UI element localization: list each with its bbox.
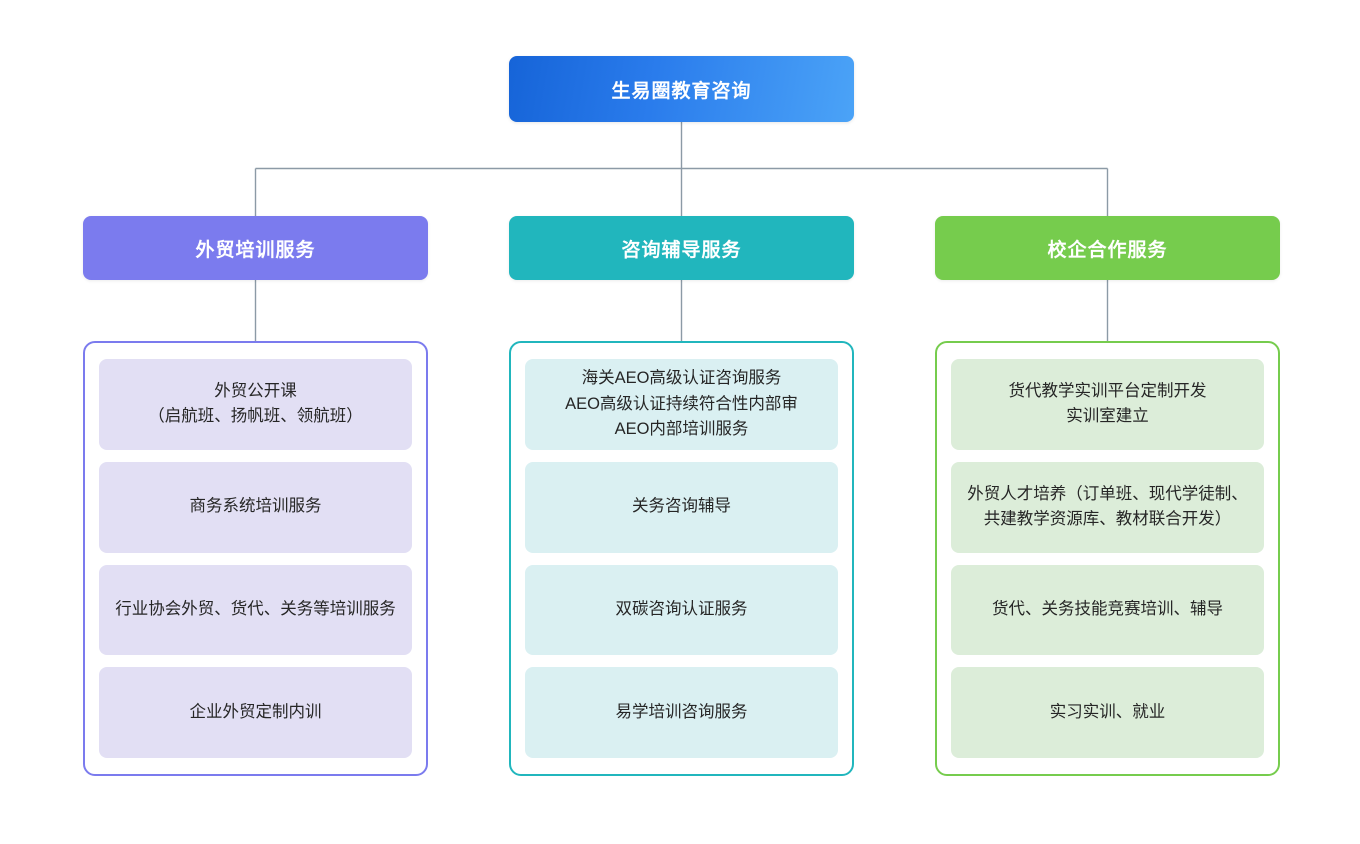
leaf-item[interactable]: 行业协会外贸、货代、关务等培训服务 bbox=[99, 564, 412, 656]
leaf-item[interactable]: 关务咨询辅导 bbox=[525, 461, 838, 553]
leaf-item[interactable]: 双碳咨询认证服务 bbox=[525, 564, 838, 656]
branch-column-3: 校企合作服务 bbox=[935, 216, 1280, 280]
leaf-item[interactable]: 海关AEO高级认证咨询服务 AEO高级认证持续符合性内部审 AEO内部培训服务 bbox=[525, 359, 838, 450]
leaf-item[interactable]: 货代、关务技能竞赛培训、辅导 bbox=[951, 564, 1264, 656]
branch-header-1[interactable]: 外贸培训服务 bbox=[83, 216, 428, 280]
leaf-container-2: 海关AEO高级认证咨询服务 AEO高级认证持续符合性内部审 AEO内部培训服务 … bbox=[509, 341, 854, 776]
branch-column-2: 咨询辅导服务 bbox=[509, 216, 854, 280]
leaf-item[interactable]: 外贸人才培养（订单班、现代学徒制、共建教学资源库、教材联合开发） bbox=[951, 461, 1264, 553]
root-node[interactable]: 生易圈教育咨询 bbox=[509, 56, 854, 122]
leaf-container-3: 货代教学实训平台定制开发 实训室建立 外贸人才培养（订单班、现代学徒制、共建教学… bbox=[935, 341, 1280, 776]
leaf-container-1: 外贸公开课 （启航班、扬帆班、领航班） 商务系统培训服务 行业协会外贸、货代、关… bbox=[83, 341, 428, 776]
branch-header-3[interactable]: 校企合作服务 bbox=[935, 216, 1280, 280]
leaf-item[interactable]: 企业外贸定制内训 bbox=[99, 667, 412, 758]
branch-header-2[interactable]: 咨询辅导服务 bbox=[509, 216, 854, 280]
leaf-item[interactable]: 货代教学实训平台定制开发 实训室建立 bbox=[951, 359, 1264, 450]
leaf-item[interactable]: 外贸公开课 （启航班、扬帆班、领航班） bbox=[99, 359, 412, 450]
leaf-item[interactable]: 商务系统培训服务 bbox=[99, 461, 412, 553]
branch-column-1: 外贸培训服务 bbox=[83, 216, 428, 280]
leaf-item[interactable]: 易学培训咨询服务 bbox=[525, 667, 838, 758]
leaf-item[interactable]: 实习实训、就业 bbox=[951, 667, 1264, 758]
